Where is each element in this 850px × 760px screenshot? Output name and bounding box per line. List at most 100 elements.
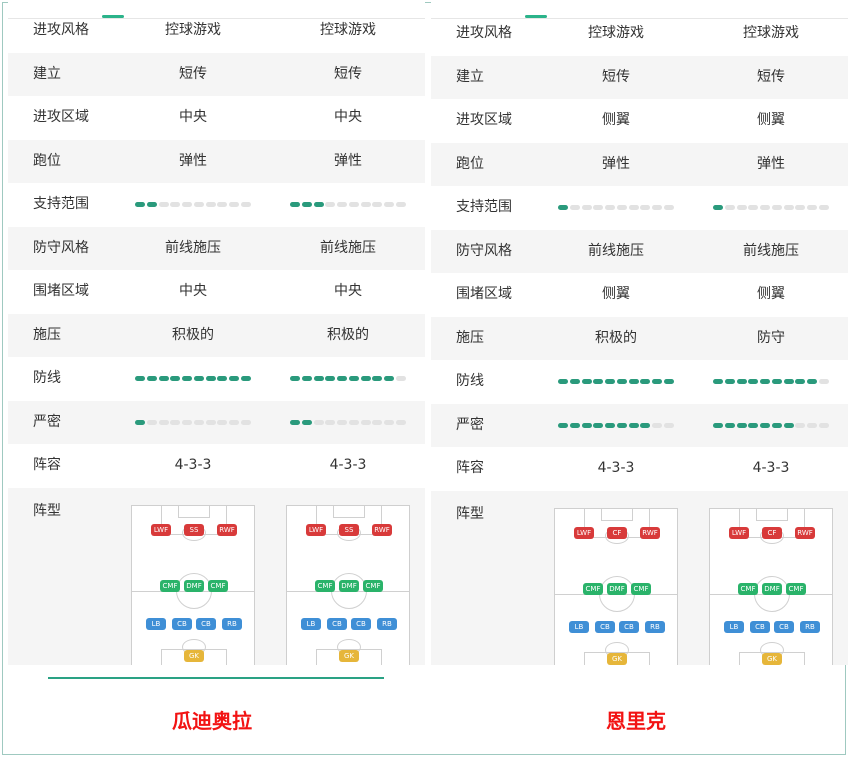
level-segment-empty (818, 205, 829, 210)
level-segment-empty (736, 205, 747, 210)
tactic-value: 短传 (757, 68, 785, 85)
level-segment-filled (748, 379, 759, 384)
level-segment-filled (146, 376, 157, 381)
level-segment-filled (713, 205, 723, 210)
tactic-row: 进攻风格控球游戏控球游戏 (8, 9, 425, 52)
tactic-row: 支持范围 (431, 186, 848, 229)
tactic-label: 防守风格 (456, 242, 512, 259)
position-chip-rwf: RWF (795, 526, 815, 539)
level-segment-filled (593, 379, 604, 384)
tactic-value: 前线施压 (165, 239, 221, 256)
tactic-row: 进攻风格控球游戏控球游戏 (431, 12, 848, 55)
tactic-value: 积极的 (327, 326, 369, 343)
level-segment-empty (652, 422, 663, 428)
position-chip-cb: CB (351, 617, 371, 630)
level-segment-empty (807, 422, 818, 428)
position-chip-lwf: LWF (729, 526, 749, 539)
tactic-value: 中央 (179, 109, 207, 125)
level-segment-empty (240, 202, 251, 207)
position-chip-rb: RB (222, 617, 242, 630)
position-chip-rb: RB (377, 617, 397, 630)
level-segment-empty (652, 205, 663, 210)
tactic-value: 中央 (334, 109, 362, 125)
level-bar (713, 422, 829, 428)
level-segment-empty (348, 419, 359, 425)
position-chip-cmf: CMF (738, 582, 758, 595)
tactic-value: 短传 (179, 65, 207, 82)
tactic-value: 弹性 (757, 155, 785, 172)
position-chip-dmf: DMF (607, 582, 627, 595)
position-chip-lb: LB (724, 620, 744, 633)
level-segment-filled (724, 379, 735, 384)
level-segment-empty (569, 205, 580, 210)
level-segment-filled (384, 376, 395, 381)
level-segment-empty (337, 419, 348, 425)
position-chip-cb: CB (327, 617, 347, 630)
level-segment-empty (384, 202, 395, 207)
level-segment-filled (360, 376, 371, 381)
position-chip-cmf: CMF (583, 582, 603, 595)
level-bar (135, 419, 251, 425)
level-segment-filled (558, 205, 568, 210)
level-segment-empty (205, 202, 216, 207)
position-chip-cb: CB (750, 620, 770, 633)
position-chip-lwf: LWF (306, 523, 326, 536)
level-segment-filled (581, 422, 592, 428)
position-chip-dmf: DMF (339, 579, 359, 592)
scroll-indicator-line (48, 677, 384, 679)
level-segment-filled (348, 376, 359, 381)
position-chip-rwf: RWF (640, 526, 660, 539)
position-chip-cmf: CMF (160, 579, 180, 592)
level-segment-empty (593, 205, 604, 210)
level-segment-filled (760, 379, 771, 384)
tactic-row: 防守风格前线施压前线施压 (8, 226, 425, 270)
level-segment-filled (301, 202, 312, 207)
tactic-label: 进攻风格 (456, 25, 512, 41)
tactic-row: 围堵区域中央中央 (8, 270, 425, 313)
top-divider (431, 18, 848, 19)
level-segment-filled (569, 379, 580, 384)
tab-indicator (525, 15, 547, 18)
level-segment-empty (325, 419, 336, 425)
level-segment-empty (240, 419, 251, 425)
level-segment-empty (372, 419, 383, 425)
level-bar (558, 205, 674, 210)
level-segment-filled (193, 376, 204, 381)
level-segment-filled (593, 422, 604, 428)
level-segment-empty (807, 205, 818, 210)
formation-label: 阵型 (456, 505, 484, 522)
tactic-row: 防线 (431, 360, 848, 403)
penalty-box-bottom (316, 648, 382, 665)
level-segment-filled (713, 422, 723, 428)
level-segment-empty (581, 205, 592, 210)
level-segment-empty (818, 379, 829, 384)
formation-label: 阵型 (33, 502, 61, 519)
level-bar (135, 202, 251, 207)
level-segment-empty (158, 419, 169, 425)
level-segment-empty (640, 205, 651, 210)
level-segment-filled (628, 379, 639, 384)
tactic-value: 4-3-3 (329, 457, 367, 473)
tactic-label: 围堵区域 (33, 283, 89, 299)
tactic-label: 防线 (33, 370, 61, 386)
level-segment-empty (771, 205, 782, 210)
position-chip-cmf: CMF (208, 579, 228, 592)
tactic-label: 施压 (33, 326, 61, 343)
level-segment-filled (135, 202, 145, 207)
position-chip-lwf: LWF (574, 526, 594, 539)
tactic-value: 侧翼 (602, 112, 630, 128)
level-segment-filled (748, 422, 759, 428)
level-segment-empty (395, 202, 406, 207)
level-segment-filled (605, 422, 616, 428)
level-bar (558, 379, 674, 384)
level-segment-empty (205, 419, 216, 425)
tactic-label: 阵容 (456, 460, 484, 476)
tactic-row: 跑位弹性弹性 (431, 142, 848, 186)
level-segment-filled (760, 422, 771, 428)
level-segment-filled (640, 379, 651, 384)
level-segment-empty (229, 419, 240, 425)
tactic-value: 弹性 (602, 155, 630, 172)
